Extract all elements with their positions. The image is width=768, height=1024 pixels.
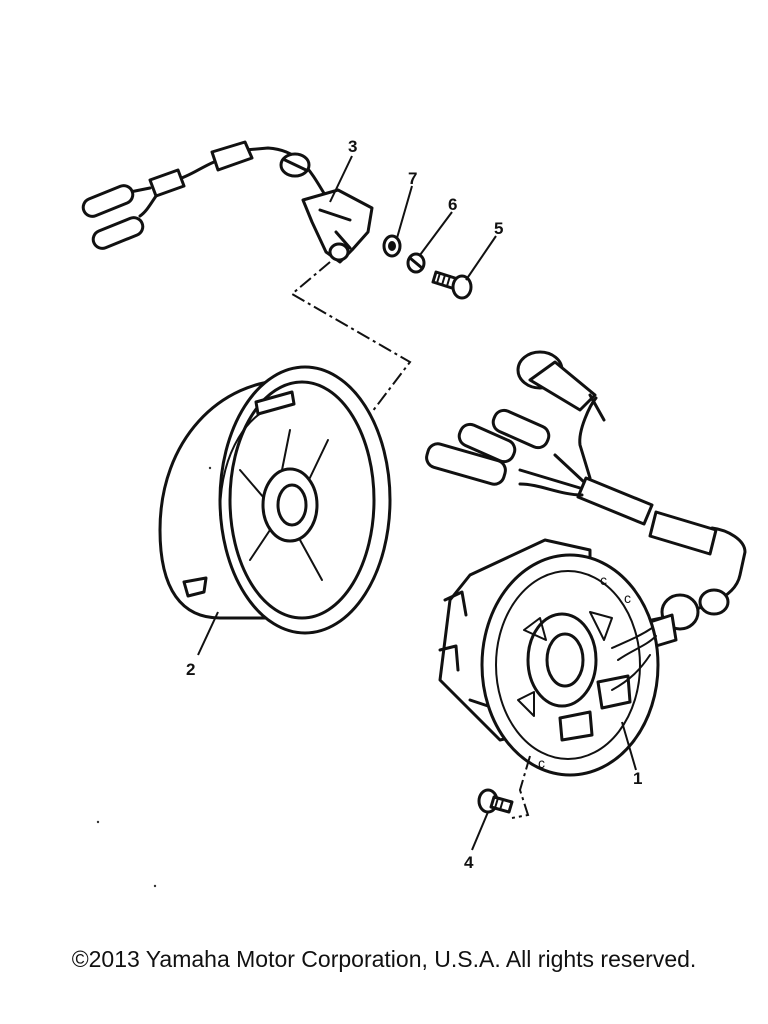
- callout-4: 4: [464, 853, 474, 872]
- callout-leaders: [197, 155, 637, 851]
- screw-5: [431, 270, 473, 300]
- callout-7: 7: [408, 169, 417, 188]
- callout-6: 6: [448, 195, 457, 214]
- washer-7: [382, 234, 402, 258]
- callout-1: 1: [633, 769, 642, 788]
- pickup-coil-assembly: [81, 140, 374, 264]
- callout-5: 5: [494, 219, 503, 238]
- copyright-notice: ©2013 Yamaha Motor Corporation, U.S.A. A…: [71, 946, 697, 972]
- flywheel-rotor: [158, 365, 392, 635]
- scan-dot: [208, 466, 212, 470]
- callout-3: 3: [348, 137, 357, 156]
- stator-mark-top: c: [600, 572, 607, 588]
- lock-washer-6: [406, 252, 426, 274]
- callout-2: 2: [186, 660, 195, 679]
- scan-dot: [96, 820, 100, 824]
- scan-dot: [153, 884, 157, 888]
- stator-mark-right: c: [624, 590, 631, 606]
- screw-4: [477, 788, 514, 814]
- stator-mark-bottom: c: [538, 755, 545, 771]
- assembly-line-1-4: [511, 755, 531, 819]
- stator-assembly: c c c: [425, 350, 747, 777]
